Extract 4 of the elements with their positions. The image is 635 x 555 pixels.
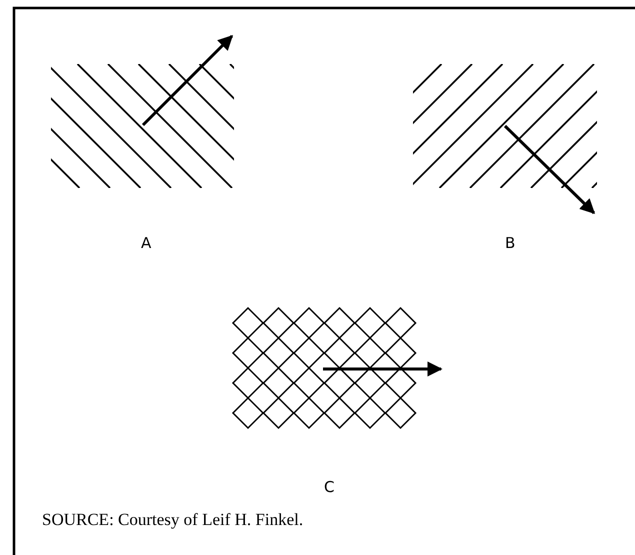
- panel-label: B: [505, 236, 516, 251]
- panel-label: C: [324, 480, 334, 495]
- source-caption: SOURCE: Courtesy of Leif H. Finkel.: [42, 510, 304, 530]
- panel-label: A: [141, 236, 152, 251]
